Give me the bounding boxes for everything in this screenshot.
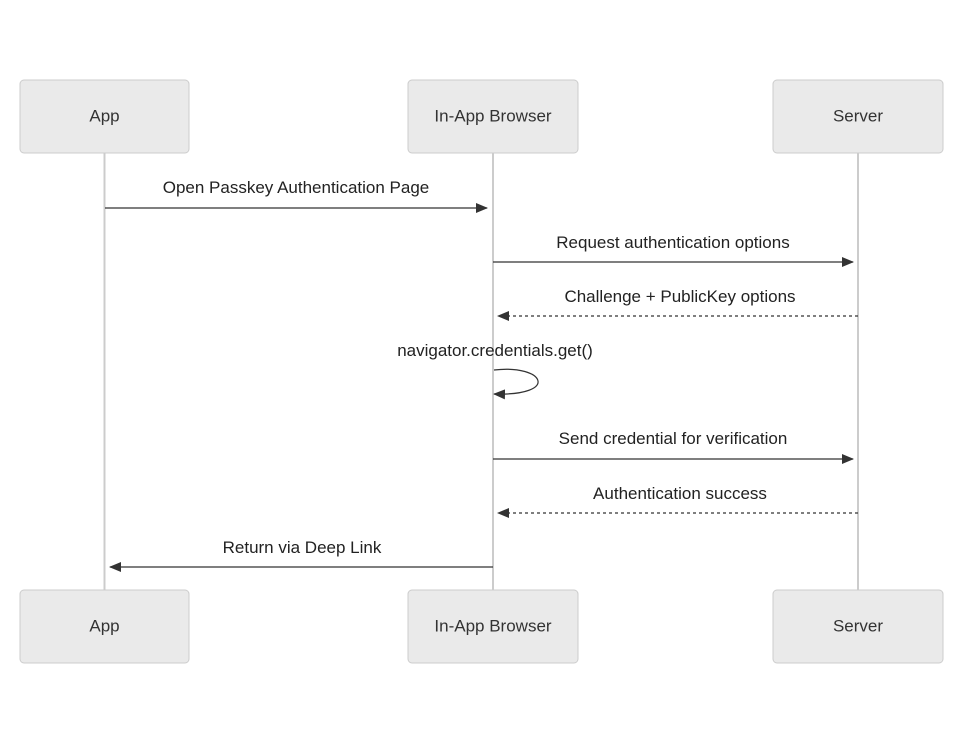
message-request-auth-options: Request authentication options <box>493 233 854 267</box>
message-label: Authentication success <box>593 484 767 503</box>
message-open-passkey-page: Open Passkey Authentication Page <box>105 178 488 213</box>
message-challenge-options: Challenge + PublicKey options <box>497 287 858 321</box>
message-label: navigator.credentials.get() <box>397 341 593 360</box>
actor-label: App <box>89 616 119 635</box>
actor-label: App <box>89 106 119 125</box>
message-label: Challenge + PublicKey options <box>564 287 795 306</box>
actor-browser-top: In-App Browser <box>407 79 579 154</box>
message-return-deep-link: Return via Deep Link <box>109 538 493 572</box>
lifelines <box>103 153 859 590</box>
message-label: Request authentication options <box>556 233 789 252</box>
message-credentials-get: navigator.credentials.get() <box>397 341 593 400</box>
actor-server-bottom: Server <box>772 589 944 664</box>
message-label: Open Passkey Authentication Page <box>163 178 430 197</box>
actor-app-bottom: App <box>19 589 190 664</box>
actor-label: In-App Browser <box>434 106 551 125</box>
message-auth-success: Authentication success <box>497 484 858 518</box>
actor-label: Server <box>833 616 883 635</box>
self-loop-arrow <box>493 368 539 400</box>
message-label: Send credential for verification <box>559 429 788 448</box>
actor-box <box>19 79 190 154</box>
actor-browser-bottom: In-App Browser <box>407 589 579 664</box>
actor-label: Server <box>833 106 883 125</box>
actor-box <box>407 589 579 664</box>
actor-server-top: Server <box>772 79 944 154</box>
actor-label: In-App Browser <box>434 616 551 635</box>
actor-box <box>772 79 944 154</box>
message-label: Return via Deep Link <box>223 538 382 557</box>
actor-box <box>407 79 579 154</box>
actor-app-top: App <box>19 79 190 154</box>
message-send-credential: Send credential for verification <box>493 429 854 464</box>
actor-box <box>772 589 944 664</box>
actor-box <box>19 589 190 664</box>
